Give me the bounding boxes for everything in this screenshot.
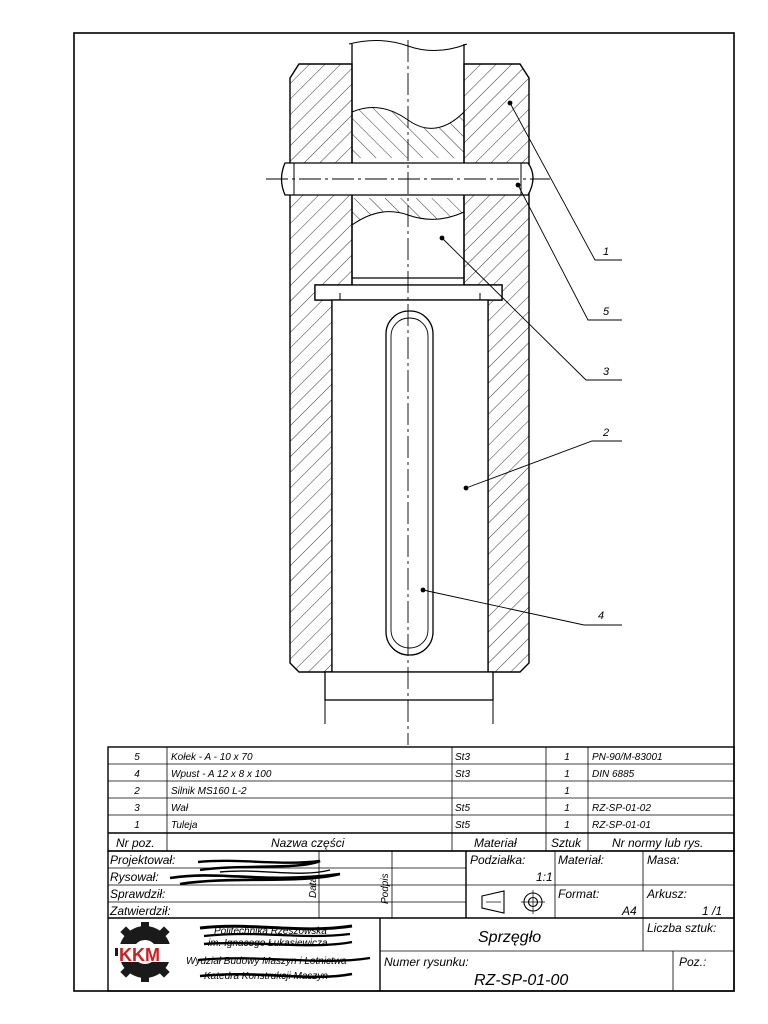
parts-row-norm: RZ-SP-01-01 [592,820,651,831]
parts-row-nr: 1 [134,820,140,831]
label-rysowal: Rysował: [110,870,159,884]
label-poz: Poz.: [679,955,706,969]
title-block [107,850,735,992]
label-data: Data [308,876,319,898]
parts-row-material: St3 [455,769,470,780]
parts-row-nr: 4 [134,769,140,780]
parts-list-header: Nr poz. Nazwa części Materiał Sztuk Nr n… [116,836,703,850]
parts-row-norm: DIN 6885 [592,769,635,780]
parts-row-material: St5 [455,820,470,831]
parts-list-table [107,746,735,852]
parts-row-qty: 1 [564,769,570,780]
drawing-title: Sprzęgło [478,929,541,946]
label-sprawdzil: Sprawdził: [110,887,165,901]
header-nr: Nr poz. [116,836,155,850]
parts-row-nr: 3 [134,803,140,814]
parts-row-material: St5 [455,803,470,814]
label-projektowal: Projektował: [110,853,175,867]
parts-row-norm: PN-90/M-83001 [592,752,663,763]
value-arkusz: 1 /1 [702,904,722,918]
parts-row-material: St3 [455,752,470,763]
institution-line-1: Politechnika Rzeszowska [214,926,327,937]
institution-line-3: Wydział Budowy Maszyn i Lotnictwa [186,956,347,967]
label-podzialka: Podziałka: [470,853,525,867]
parts-row-name: Silnik MS160 L-2 [171,786,247,797]
value-numer-rysunku: RZ-SP-01-00 [474,972,568,989]
parts-row-name: Tuleja [171,820,198,831]
label-podpis: Podpis [380,873,391,904]
logo-text: KKM [119,945,160,965]
value-podzialka: 1:1 [536,870,553,884]
balloon-1: 1 [603,246,609,258]
institution-logo: KKM [115,922,176,982]
header-material: Materiał [474,836,517,850]
institution-line-4: Katedra Konstrukcji Maszyn [204,971,328,982]
balloon-5: 5 [603,306,610,318]
redaction-scribbles [169,859,341,886]
parts-row-qty: 1 [564,752,570,763]
parts-row-qty: 1 [564,786,570,797]
header-qty: Sztuk [551,836,582,850]
label-format: Format: [558,887,599,901]
balloon-4: 4 [598,610,604,622]
parts-row-qty: 1 [564,820,570,831]
label-material: Materiał: [558,853,604,867]
label-zatwierdzil: Zatwierdził: [109,904,171,918]
balloon-3: 3 [603,366,610,378]
key-part-4 [385,310,434,656]
institution-redaction [197,924,371,979]
parts-row-qty: 1 [564,803,570,814]
assembly-view: 1 5 3 2 4 [266,40,622,745]
header-norm: Nr normy lub rys. [612,836,703,850]
label-masa: Masa: [647,853,680,867]
projection-symbol-icon [481,890,545,914]
parts-list-rows: 5 Kołek - A - 10 x 70 St3 1 PN-90/M-83001 4 Wp… [133,752,662,831]
parts-row-norm: RZ-SP-01-02 [592,803,651,814]
value-format: A4 [621,904,637,918]
parts-row-nr: 5 [134,752,140,763]
balloon-2: 2 [602,427,609,439]
parts-row-name: Kołek - A - 10 x 70 [171,752,253,763]
header-name: Nazwa części [271,836,345,850]
parts-row-nr: 2 [133,786,140,797]
label-arkusz: Arkusz: [646,887,687,901]
parts-row-name: Wał [171,803,189,814]
parts-row-name: Wpust - A 12 x 8 x 100 [171,769,272,780]
label-liczba-sztuk: Liczba sztuk: [647,921,716,935]
label-numer-rysunku: Numer rysunku: [384,955,469,969]
